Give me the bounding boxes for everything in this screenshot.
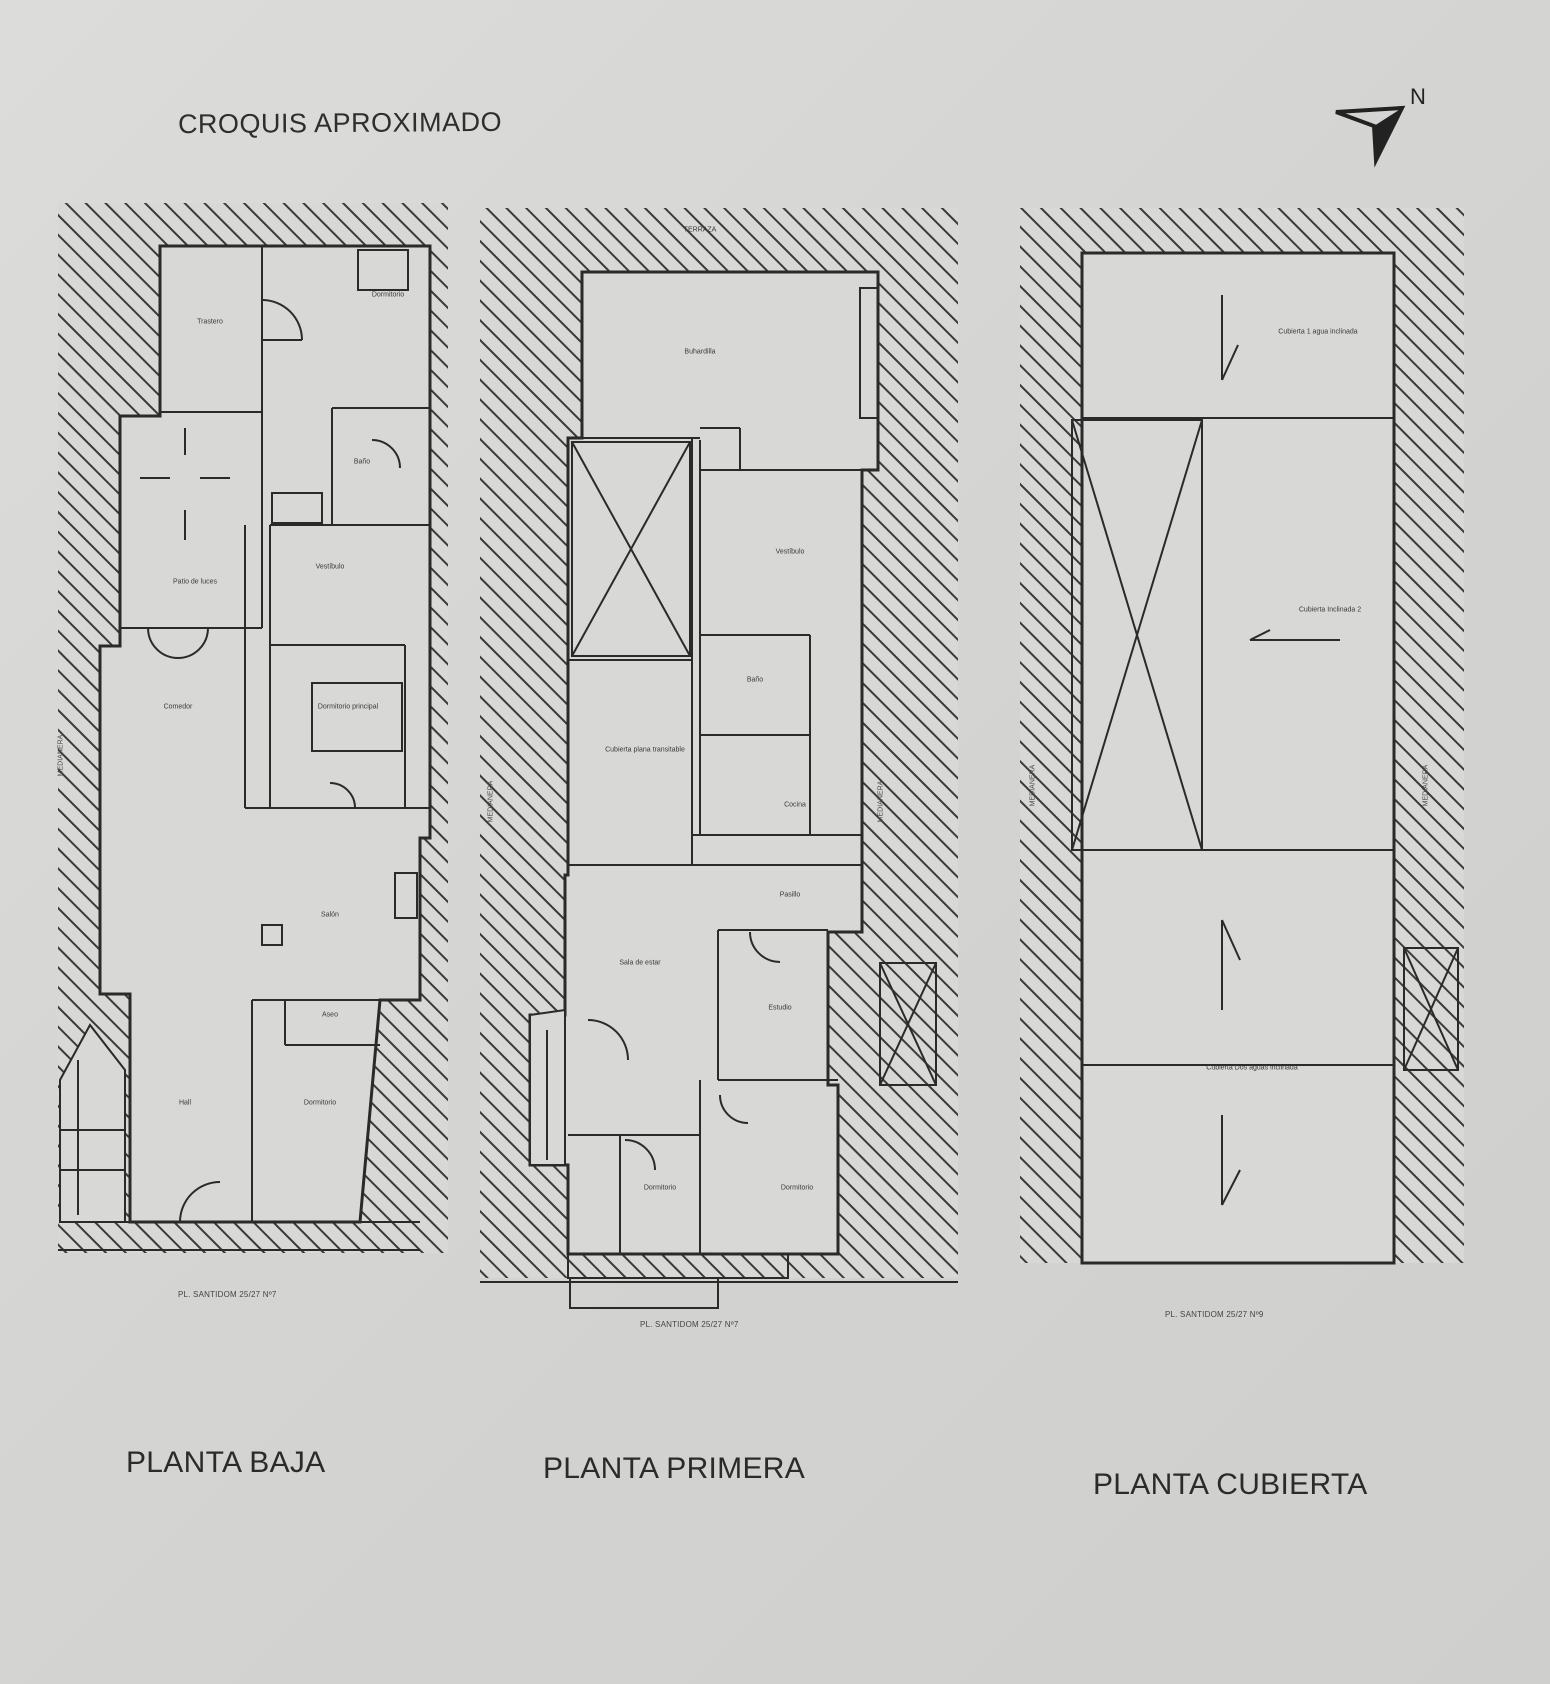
room-label: Dormitorio: [780, 1184, 814, 1192]
plan-caption: PL. SANTIDOM 25/27 Nº9: [1165, 1310, 1264, 1319]
room-label: Buhardilla: [684, 348, 716, 356]
room-label: Vestíbulo: [775, 548, 805, 556]
primera-void: [571, 441, 691, 657]
room-label: Salón: [321, 911, 339, 919]
room-label: Estudio: [768, 1004, 792, 1012]
room-label: Comedor: [163, 703, 193, 711]
plan-primera: [480, 208, 958, 1309]
plan-caption: PL. SANTIDOM 25/27 Nº7: [178, 1290, 277, 1299]
plan-label-cubierta: PLANTA CUBIERTA: [1093, 1468, 1368, 1501]
north-letter: N: [1410, 84, 1426, 109]
primera-building-outline: [528, 270, 880, 1256]
top-label: TERRAZA: [683, 226, 717, 234]
room-label: Baño: [746, 676, 764, 684]
room-label: Dormitorio: [303, 1099, 337, 1107]
room-label: Patio de luces: [173, 578, 217, 586]
room-label: Aseo: [322, 1011, 338, 1019]
room-label: Sala de estar: [619, 959, 661, 967]
room-label: Trastero: [197, 318, 223, 326]
room-label: Cubierta Dos aguas inclinada: [1206, 1064, 1298, 1072]
side-label: MEDIANERA: [1422, 764, 1430, 807]
room-label: Pasillo: [779, 891, 801, 899]
room-label: Baño: [353, 458, 371, 466]
side-label: MEDIANERA: [57, 734, 65, 777]
room-label: Dormitorio: [643, 1184, 677, 1192]
plan-caption: PL. SANTIDOM 25/27 Nº7: [640, 1320, 739, 1329]
side-label: MEDIANERA: [487, 780, 495, 823]
room-label: Vestíbulo: [315, 563, 345, 571]
room-label: Cocina: [784, 801, 806, 809]
cubierta-building-outline: [1080, 251, 1396, 1265]
plan-baja: [58, 203, 448, 1253]
room-label: Dormitorio principal: [317, 703, 379, 711]
room-label: Cubierta plana transitable: [605, 746, 685, 754]
baja-stair: [59, 1023, 126, 1223]
room-label: Cubierta 1 agua inclinada: [1278, 328, 1358, 336]
cubierta-void: [1071, 419, 1203, 851]
room-label: Hall: [178, 1099, 192, 1107]
plan-label-baja: PLANTA BAJA: [126, 1446, 326, 1479]
side-label: MEDIANERA: [1029, 764, 1037, 807]
room-label: Cubierta Inclinada 2: [1298, 606, 1362, 614]
plan-cubierta: [1020, 208, 1464, 1265]
primera-small-void: [879, 962, 937, 1086]
cubierta-small-void: [1403, 947, 1459, 1071]
north-arrow-icon: N: [1330, 82, 1430, 172]
plan-label-primera: PLANTA PRIMERA: [543, 1452, 806, 1485]
side-label: MEDIANERA: [877, 780, 885, 823]
room-label: Dormitorio: [371, 291, 405, 299]
